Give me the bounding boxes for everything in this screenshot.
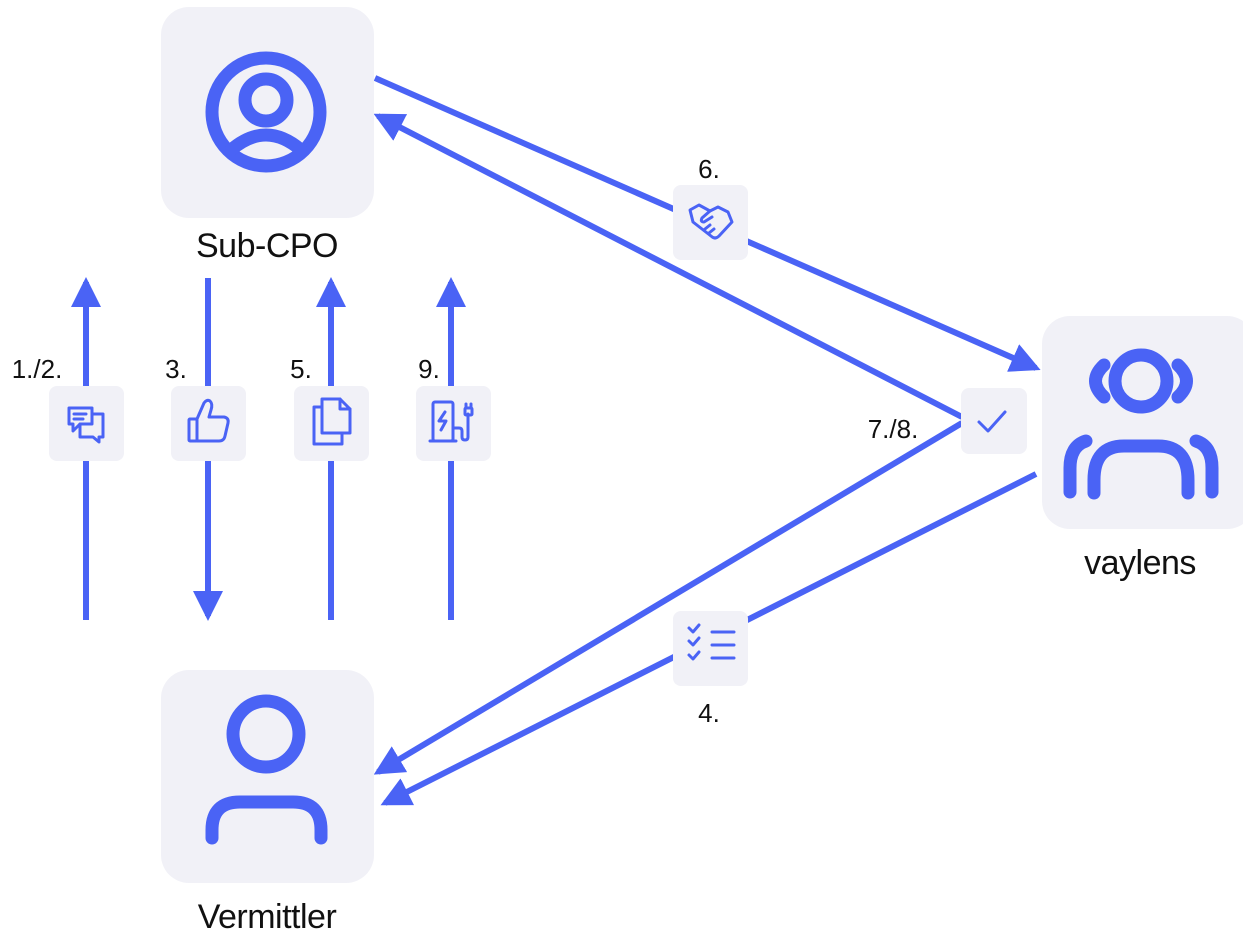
step-7-8: 7./8. [868, 388, 1027, 454]
sub-cpo-label: Sub-CPO [196, 227, 338, 265]
step-5-label: 5. [290, 354, 312, 384]
step-5-tile [294, 386, 369, 461]
sub-cpo-tile [161, 7, 374, 218]
step-6-label: 6. [698, 154, 720, 184]
vermittler-label: Vermittler [198, 898, 337, 932]
step-3: 3. [165, 354, 246, 461]
chat-bubbles-icon [67, 406, 105, 444]
step-6-tile [673, 185, 748, 260]
step-9-label: 9. [418, 354, 440, 384]
step-4-tile [673, 611, 748, 686]
entity-sub-cpo: Sub-CPO [161, 7, 374, 265]
arrow-step-7-8-to-vermittler [373, 420, 964, 775]
entity-vermittler: Vermittler [161, 670, 374, 932]
step-3-tile [171, 386, 246, 461]
step-4-label: 4. [698, 698, 720, 728]
user-icon [205, 694, 328, 845]
vaylens-label: vaylens [1084, 544, 1196, 582]
step-6: 6. [673, 154, 748, 260]
step-7-8-label: 7./8. [868, 414, 919, 444]
step-9: 9. [416, 354, 491, 461]
step-4: 4. [673, 611, 748, 728]
checklist-icon [687, 623, 736, 661]
step-3-label: 3. [165, 354, 187, 384]
step-1-2: 1./2. [12, 354, 124, 461]
arrow-step-7-8-to-sub-cpo [373, 113, 964, 420]
step-1-2-label: 1./2. [12, 354, 63, 384]
handshake-icon [688, 203, 734, 240]
thumbs-up-icon [187, 398, 230, 443]
step-5: 5. [290, 354, 369, 461]
documents-icon [312, 397, 352, 446]
step-7-8-tile [961, 388, 1027, 454]
user-circle-icon [205, 51, 327, 173]
entity-vaylens: vaylens [1042, 316, 1243, 582]
check-icon [977, 410, 1007, 433]
charging-station-icon [428, 400, 474, 443]
users-group-icon [1063, 348, 1219, 500]
